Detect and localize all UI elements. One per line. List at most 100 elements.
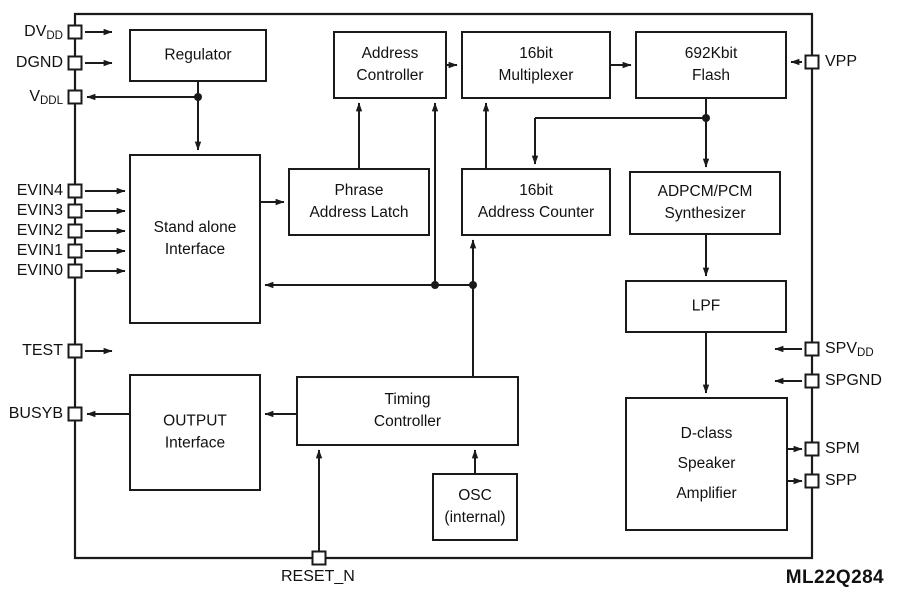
block-label-speaker-amplifier: Speaker — [678, 455, 736, 472]
block-label-regulator: Regulator — [164, 47, 231, 64]
block-label-flash: Flash — [692, 67, 730, 84]
block-label-standalone-interface: Stand alone — [154, 219, 237, 236]
pin-spvdd[interactable]: SPVDD — [804, 340, 874, 359]
block-osc: OSC (internal) — [432, 473, 518, 541]
pin-label-evin3: EVIN3 — [17, 202, 63, 219]
block-rect-output-interface — [129, 374, 261, 491]
block-label-multiplexer: Multiplexer — [499, 67, 574, 84]
block-label-address-counter: Address Counter — [478, 204, 594, 221]
junction-dot-bus-a — [431, 281, 439, 289]
block-rect-adpcm-pcm-synthesizer — [629, 171, 781, 235]
block-label-osc: (internal) — [444, 509, 505, 526]
pin-label-reset-n: RESET_N — [281, 568, 355, 585]
pin-box-spvdd[interactable] — [804, 341, 820, 357]
pin-label-spvdd: SPVDD — [825, 340, 874, 359]
block-label-lpf: LPF — [692, 298, 720, 315]
block-regulator: Regulator — [129, 29, 267, 82]
pin-spp[interactable]: SPP — [804, 472, 858, 489]
chip-boundary — [73, 12, 814, 560]
pin-box-spp[interactable] — [804, 473, 820, 489]
block-rect-standalone-interface — [129, 154, 261, 324]
pin-vpp[interactable]: VPP — [804, 53, 858, 70]
pin-evin4[interactable]: EVIN4 — [17, 182, 83, 199]
block-label-flash: 692Kbit — [685, 45, 738, 62]
pin-evin3[interactable]: EVIN3 — [17, 202, 83, 219]
block-label-timing-controller: Controller — [374, 413, 441, 430]
pin-box-vddl[interactable] — [67, 89, 83, 105]
pin-evin2[interactable]: EVIN2 — [17, 222, 83, 239]
pin-label-spp: SPP — [825, 472, 857, 489]
pin-label-busyb: BUSYB — [9, 405, 63, 422]
pin-box-reset-n[interactable] — [311, 550, 327, 566]
block-label-osc: OSC — [458, 487, 492, 504]
pin-busyb[interactable]: BUSYB — [9, 405, 83, 422]
part-number-label: ML22Q284 — [786, 567, 884, 588]
block-rect-osc — [432, 473, 518, 541]
block-label-address-counter: 16bit — [519, 182, 553, 199]
wire-layer — [85, 28, 803, 552]
block-label-output-interface: OUTPUT — [163, 413, 227, 430]
pin-box-test[interactable] — [67, 343, 83, 359]
pin-label-evin0: EVIN0 — [17, 262, 63, 279]
block-label-speaker-amplifier: D-class — [681, 425, 733, 442]
block-rect-lpf — [625, 280, 787, 333]
block-label-multiplexer: 16bit — [519, 45, 553, 62]
block-label-adpcm-pcm-synthesizer: Synthesizer — [665, 205, 746, 222]
pin-label-vddl: VDDL — [29, 88, 63, 107]
pin-evin1[interactable]: EVIN1 — [17, 242, 83, 259]
pin-label-test: TEST — [22, 342, 63, 359]
block-label-adpcm-pcm-synthesizer: ADPCM/PCM — [658, 183, 753, 200]
pin-box-spm[interactable] — [804, 441, 820, 457]
pin-spgnd[interactable]: SPGND — [804, 372, 882, 389]
pin-box-evin2[interactable] — [67, 223, 83, 239]
block-label-timing-controller: Timing — [385, 391, 431, 408]
pin-label-evin2: EVIN2 — [17, 222, 63, 239]
block-rect-regulator — [129, 29, 267, 82]
block-label-address-controller: Controller — [356, 67, 423, 84]
block-label-output-interface: Interface — [165, 435, 225, 452]
pin-box-spgnd[interactable] — [804, 373, 820, 389]
block-rect-multiplexer — [461, 31, 611, 99]
pin-box-evin3[interactable] — [67, 203, 83, 219]
junction-dot-bus-b — [469, 281, 477, 289]
pin-box-dvdd[interactable] — [67, 24, 83, 40]
pin-vddl[interactable]: VDDL — [29, 88, 83, 107]
pin-spm[interactable]: SPM — [804, 440, 860, 457]
block-label-phrase-address-latch: Address Latch — [309, 204, 408, 221]
block-label-address-controller: Address — [362, 45, 419, 62]
pin-label-vpp: VPP — [825, 53, 857, 70]
block-lpf: LPF — [625, 280, 787, 333]
pin-dgnd[interactable]: DGND — [16, 54, 83, 71]
pin-label-dgnd: DGND — [16, 54, 63, 71]
block-adpcm-pcm-synthesizer: ADPCM/PCM Synthesizer — [629, 171, 781, 235]
pin-label-dvdd: DVDD — [24, 23, 63, 42]
pin-label-evin1: EVIN1 — [17, 242, 63, 259]
block-label-speaker-amplifier: Amplifier — [676, 485, 736, 502]
pin-box-dgnd[interactable] — [67, 55, 83, 71]
block-label-standalone-interface: Interface — [165, 241, 225, 258]
pin-reset-n[interactable]: RESET_N — [281, 550, 355, 586]
pin-box-evin1[interactable] — [67, 243, 83, 259]
pin-label-evin4: EVIN4 — [17, 182, 63, 199]
pin-dvdd[interactable]: DVDD — [24, 23, 83, 42]
block-rect-timing-controller — [296, 376, 519, 446]
pin-box-vpp[interactable] — [804, 54, 820, 70]
block-output-interface: OUTPUT Interface — [129, 374, 261, 491]
pin-test[interactable]: TEST — [22, 342, 83, 359]
block-label-phrase-address-latch: Phrase — [334, 182, 383, 199]
pin-evin0[interactable]: EVIN0 — [17, 262, 83, 279]
pin-box-evin0[interactable] — [67, 263, 83, 279]
pin-box-evin4[interactable] — [67, 183, 83, 199]
pin-box-busyb[interactable] — [67, 406, 83, 422]
block-rect-address-counter — [461, 168, 611, 236]
pin-label-spm: SPM — [825, 440, 860, 457]
